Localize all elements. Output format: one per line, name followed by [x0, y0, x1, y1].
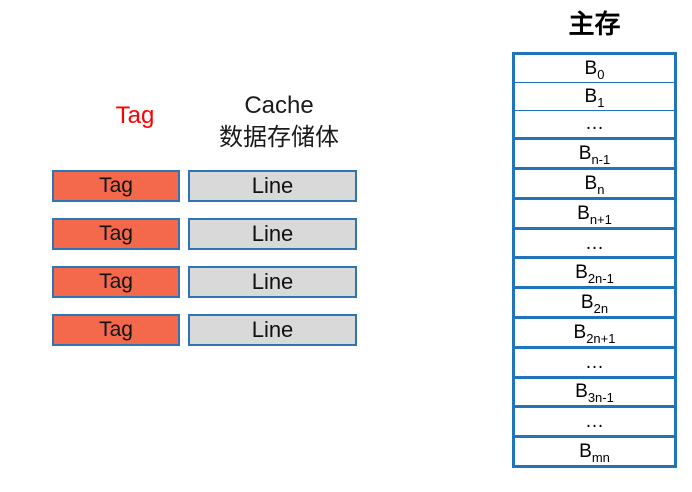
memory-block-label: … [585, 234, 604, 253]
cache-row: Tag Line [52, 266, 357, 298]
cache-row: Tag Line [52, 218, 357, 250]
memory-block-base: … [585, 411, 604, 433]
memory-block-subscript: 0 [597, 66, 605, 82]
cache-tag-column-header: Tag [115, 102, 155, 129]
cache-data-store-header: Cache 数据存储体 [188, 90, 370, 154]
cache-rows: Tag Line Tag Line Tag Line Tag Line [52, 170, 357, 346]
memory-block-subscript: 2n-1 [587, 271, 614, 287]
memory-block-base: B [580, 292, 594, 314]
memory-block-base: … [585, 113, 604, 135]
memory-block-base: B [579, 441, 592, 463]
memory-block-label: … [585, 353, 604, 372]
memory-ellipsis-row: … [515, 111, 674, 141]
memory-block-subscript: n [597, 182, 605, 198]
memory-block-subscript: n+1 [589, 211, 612, 227]
tag-cell: Tag [52, 218, 180, 250]
memory-block-base: B [584, 173, 598, 195]
memory-block-base: B [584, 85, 598, 107]
tag-cell: Tag [52, 170, 180, 202]
tag-cell: Tag [52, 266, 180, 298]
memory-block-base: B [584, 57, 598, 79]
memory-block-subscript: 2n+1 [586, 330, 616, 346]
memory-ellipsis-row: … [515, 408, 674, 439]
memory-block-subscript: 3n-1 [587, 390, 614, 406]
memory-block-base: B [578, 143, 592, 165]
line-cell: Line [188, 170, 357, 202]
cache-header-line2: 数据存储体 [219, 124, 339, 151]
memory-block-subscript: 1 [597, 94, 605, 110]
memory-block-base: B [575, 262, 588, 284]
memory-ellipsis-row: … [515, 230, 674, 260]
memory-block-subscript: mn [591, 450, 610, 466]
memory-block-label: … [585, 114, 604, 133]
cache-row: Tag Line [52, 314, 357, 346]
tag-cell: Tag [52, 314, 180, 346]
memory-block-subscript: n-1 [591, 152, 611, 168]
line-cell: Line [188, 266, 357, 298]
cache-row: Tag Line [52, 170, 357, 202]
memory-block-base: … [585, 232, 604, 254]
memory-block-label: … [585, 412, 604, 431]
line-cell: Line [188, 314, 357, 346]
memory-block-base: … [585, 351, 604, 373]
cache-header-line1: Cache [244, 92, 314, 119]
memory-block-base: B [577, 202, 590, 224]
memory-block-subscript: 2n [593, 301, 609, 317]
memory-ellipsis-row: … [515, 349, 674, 379]
memory-block-base: B [573, 321, 587, 343]
memory-block-base: B [575, 381, 588, 403]
memory-title: 主存 [568, 9, 621, 39]
line-cell: Line [188, 218, 357, 250]
